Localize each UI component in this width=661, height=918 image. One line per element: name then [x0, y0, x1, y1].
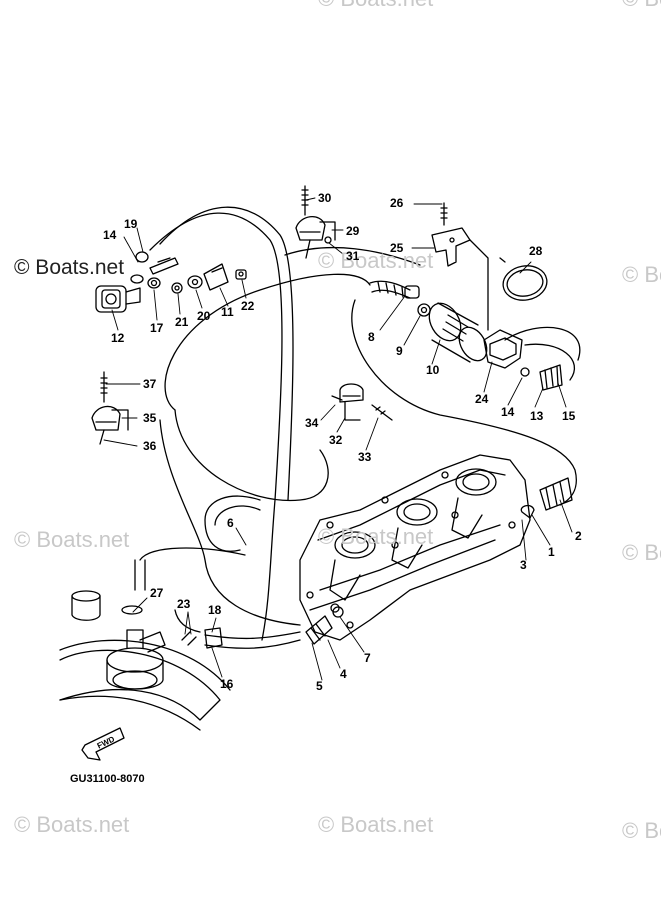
callout-26: 26: [390, 196, 404, 210]
watermark-mid-left: © Boats.net: [14, 527, 130, 552]
watermark-right-upper: © Bo: [622, 262, 661, 287]
callout-12: 12: [111, 331, 125, 345]
callout-33: 33: [358, 450, 372, 464]
clamp-29-30-31: [295, 185, 336, 259]
drawing-code: GU31100-8070: [70, 773, 145, 785]
callout-32: 32: [329, 433, 343, 447]
callout-17: 17: [150, 321, 164, 335]
callout-31: 31: [346, 249, 360, 263]
callout-10: 10: [426, 363, 440, 377]
fuel-filter: [369, 280, 563, 391]
callout-35: 35: [143, 411, 157, 425]
callout-24: 24: [475, 392, 489, 406]
callout-30: 30: [318, 191, 332, 205]
watermark-left: © Boats.net: [14, 256, 125, 279]
watermark-mid-right: © Bo: [622, 540, 661, 565]
callout-16: 16: [220, 677, 234, 691]
callout-36: 36: [143, 439, 157, 453]
callout-14-right: 14: [501, 405, 515, 419]
sensor-32-34: [331, 383, 393, 421]
watermark-bottom-right: © Bo: [622, 818, 661, 843]
callout-15: 15: [562, 409, 576, 423]
callout-19: 19: [124, 217, 138, 231]
callout-22: 22: [241, 299, 255, 313]
watermark-mid-center: © Boats.net: [318, 524, 434, 549]
callout-7: 7: [364, 651, 371, 665]
callout-29: 29: [346, 224, 360, 238]
carburetor-assembly: [299, 454, 573, 645]
watermark-top-center: © Boats.net: [318, 0, 433, 12]
callout-23: 23: [177, 597, 191, 611]
callout-5: 5: [316, 679, 323, 693]
leader-lines: [103, 197, 573, 681]
bracket-25-26: [431, 202, 489, 331]
strap-28: [499, 257, 548, 301]
callout-27: 27: [150, 586, 164, 600]
callout-21: 21: [175, 315, 189, 329]
callout-37: 37: [143, 377, 157, 391]
callout-9: 9: [396, 344, 403, 358]
watermark-top-right: © Bo: [622, 0, 661, 12]
callout-20: 20: [197, 309, 211, 323]
fuel-cock-assembly: [95, 251, 247, 313]
callout-6: 6: [227, 516, 234, 530]
callout-3: 3: [520, 558, 527, 572]
clamp-35-36-37: [91, 371, 129, 445]
callout-34: 34: [305, 416, 319, 430]
callout-13: 13: [530, 409, 544, 423]
callout-25: 25: [390, 241, 404, 255]
callout-8: 8: [368, 330, 375, 344]
callout-11: 11: [221, 305, 234, 319]
callout-28: 28: [529, 244, 543, 258]
hose-lines: [134, 206, 581, 649]
callout-2: 2: [575, 529, 582, 543]
watermark-bottom-left: © Boats.net: [14, 812, 130, 837]
callout-1: 1: [548, 545, 555, 559]
watermark-center: © Boats.net: [318, 248, 434, 273]
fuel-tank-area: [59, 590, 231, 761]
callout-4: 4: [340, 667, 347, 681]
callout-18: 18: [208, 603, 222, 617]
watermark-bottom-center: © Boats.net: [318, 812, 434, 837]
callout-14-top: 14: [103, 228, 117, 242]
